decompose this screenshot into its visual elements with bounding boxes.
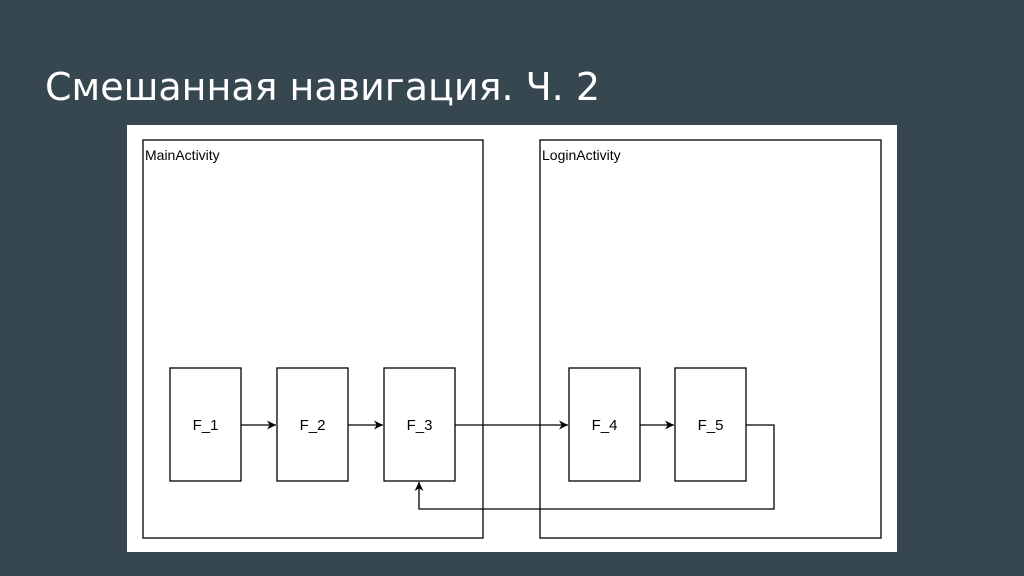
node-f5-box	[674, 367, 747, 482]
node-f2-box	[276, 367, 349, 482]
node-f4-label: F_4	[592, 417, 618, 434]
node-f3-label: F_3	[407, 417, 433, 434]
node-f3: F_3	[383, 367, 456, 482]
navigation-diagram: MainActivity LoginActivity F_1	[127, 125, 897, 552]
node-f3-box	[383, 367, 456, 482]
container-login-activity-label: LoginActivity	[542, 147, 621, 163]
node-f2-label: F_2	[300, 417, 326, 434]
node-f2: F_2	[276, 367, 349, 482]
diagram-canvas: MainActivity LoginActivity F_1	[142, 139, 882, 539]
node-f1-label: F_1	[193, 417, 219, 434]
node-f4-box	[568, 367, 641, 482]
node-f1-box	[169, 367, 242, 482]
container-main-activity-label: MainActivity	[145, 147, 220, 163]
node-f4: F_4	[568, 367, 641, 482]
node-f1: F_1	[169, 367, 242, 482]
node-f5-label: F_5	[698, 417, 724, 434]
slide-title: Смешанная навигация. Ч. 2	[45, 65, 600, 109]
edges	[241, 420, 775, 510]
node-f5: F_5	[674, 367, 747, 482]
edge-f5-to-f3	[414, 424, 775, 510]
